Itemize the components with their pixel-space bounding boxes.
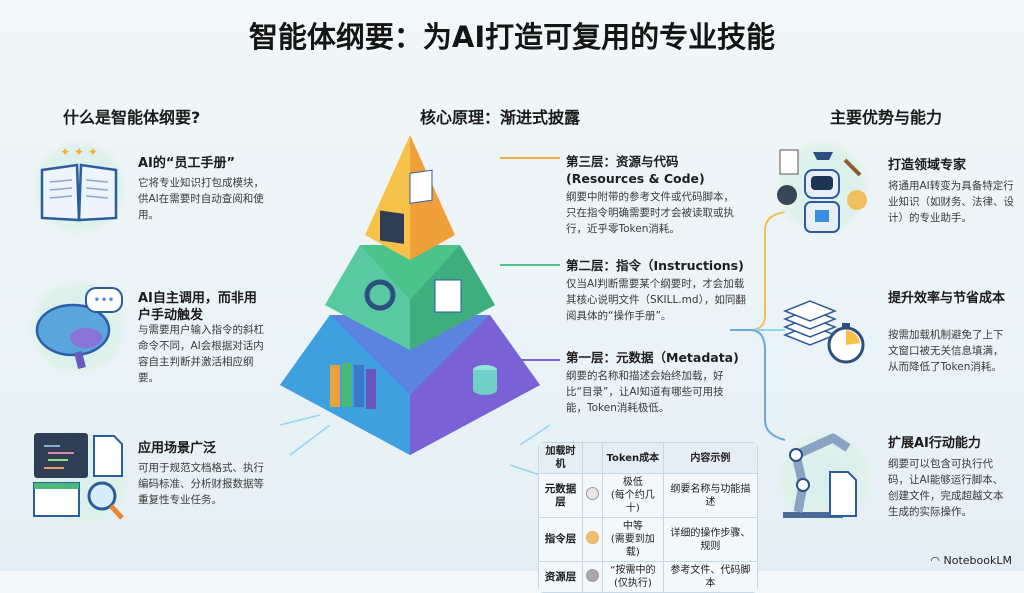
layer-1-title: 第一层：元数据（Metadata) xyxy=(566,350,739,365)
right-item-1-title: 打造领域专家 xyxy=(888,158,967,173)
stopwatch-documents-icon xyxy=(780,285,875,375)
table-row: 指令层中等 (需要到加载)详细的操作步骤、规则 xyxy=(538,517,758,562)
left-item-1-desc: 它将专业知识打包成模块，供AI在需要时自动查阅和使用。 xyxy=(138,177,264,221)
document-icon xyxy=(409,169,433,204)
notebooklm-logo-icon: ◠ xyxy=(930,554,944,567)
table-header-row: 加载时机 Token成本内容示例 xyxy=(538,442,758,474)
right-heading: 主要优势与能力 xyxy=(830,108,943,127)
left-item-2-desc: 与需要用户输入指令的斜杠命令不同，AI会根据对话内容自主判断并激活相应纲要。 xyxy=(138,324,264,384)
code-document-search-icon xyxy=(30,428,130,528)
status-dot xyxy=(585,568,599,582)
svg-text:✦ ✦ ✦: ✦ ✦ ✦ xyxy=(60,145,98,159)
left-heading: 什么是智能体纲要? xyxy=(63,108,201,127)
layer-2-title: 第二层：指令（Instructions) xyxy=(566,258,744,273)
right-item-3-desc: 纲要可以包含可执行代码，让AI能够运行脚本、创建文件，完成超越文本生成的实际操作… xyxy=(888,458,1004,518)
col-header: 内容示例 xyxy=(662,442,758,474)
robot-arm-icon xyxy=(778,430,873,525)
left-item-1-title: AI的“员工手册” xyxy=(138,156,235,171)
layer-3-subtitle: (Resources & Code) xyxy=(566,171,705,186)
left-item-3-title: 应用场景广泛 xyxy=(138,441,217,456)
layer-3-desc: 纲要中附带的参考文件或代码脚本，只在指令明确需要时才会被读取或执行，近乎零Tok… xyxy=(566,191,734,235)
open-book-icon: ✦ ✦ ✦ xyxy=(32,140,127,235)
center-heading: 核心原理：渐进式披露 xyxy=(420,108,581,127)
right-item-2-title: 提升效率与节省成本 xyxy=(888,291,1006,306)
left-item-3-desc: 可用于规范文档格式、执行编码标准、分析财报数据等重复性专业任务。 xyxy=(138,462,264,506)
gear-icon xyxy=(364,279,396,311)
col-header xyxy=(581,442,603,474)
database-icon xyxy=(473,365,497,395)
layer-2-desc: 仅当AI判断需要某个纲要时，才会加载其核心说明文件（SKILL.md），如同翻阅… xyxy=(566,278,746,322)
notebooklm-brand: ◠ NotebookLM xyxy=(930,554,1012,567)
table-row: 元数据层极低 (每个约几十)纲要名称与功能描述 xyxy=(538,473,758,518)
brain-icon: ••• xyxy=(28,280,128,375)
books-icon xyxy=(330,363,376,409)
col-header: Token成本 xyxy=(601,442,664,474)
robot-expert-icon xyxy=(775,140,870,235)
right-item-1-desc: 将通用AI转变为具备特定行业知识（如财务、法律、设计）的专业助手。 xyxy=(888,180,1014,224)
status-dot xyxy=(585,487,599,500)
connector-lines xyxy=(500,157,786,441)
brand-label: NotebookLM xyxy=(943,554,1012,567)
page-title: 智能体纲要：为AI打造可复用的专业技能 xyxy=(248,20,776,54)
right-item-3-title: 扩展AI行动能力 xyxy=(888,436,981,451)
instructions-doc-icon xyxy=(434,279,462,313)
left-item-2-title: AI自主调用，而非用户手动触发 xyxy=(138,291,257,323)
col-header: 加载时机 xyxy=(538,442,583,474)
pyramid-diagram xyxy=(279,135,551,476)
svg-text:•••: ••• xyxy=(93,293,114,307)
layer-3-title: 第三层：资源与代码 xyxy=(566,154,679,169)
table-row: 资源层“按需中的 (仅执行)参考文件、代码脚本 xyxy=(538,561,758,593)
layer-1-desc: 纲要的名称和描述会始终加载，好比“目录”，让AI知道有哪些可用技能，Token消… xyxy=(566,370,724,414)
status-dot xyxy=(585,531,599,544)
right-item-2-desc: 按需加载机制避免了上下文窗口被无关信息填满，从而降低了Token消耗。 xyxy=(888,329,1004,373)
code-file-icon xyxy=(380,210,404,244)
